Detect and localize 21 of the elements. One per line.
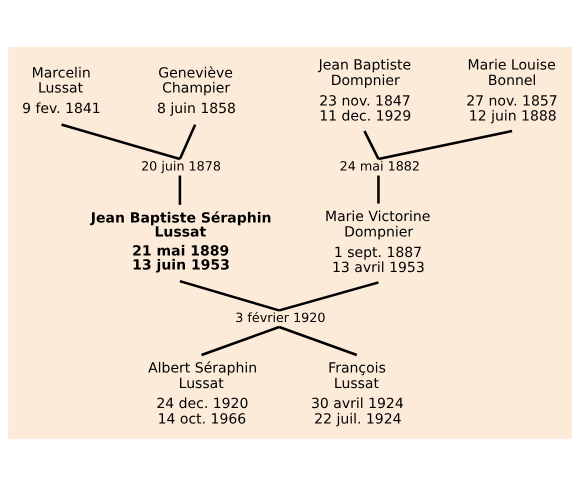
connector: [180, 279, 280, 312]
node-text: Marie Louise Bonnel 27 nov. 1857 12 juin 1888: [466, 57, 558, 124]
connector: [201, 325, 280, 356]
node-text: 24 mai 1882: [340, 158, 420, 173]
connector: [377, 175, 380, 204]
node-text: Jean Baptiste Dompnier 23 nov. 1847 11 dec. 1929: [318, 57, 412, 124]
connector: [363, 130, 380, 160]
node-text: Albert Séraphin Lussat 24 dec. 1920 14 oct. 1966: [148, 360, 258, 427]
connector: [178, 175, 182, 204]
connector: [278, 280, 379, 312]
node-text: Geneviève Champier 8 juin 1858: [157, 64, 236, 116]
node-text: Marie Victorine Dompnier 1 sept. 1887 13 avril 1953: [325, 208, 430, 276]
connector: [61, 122, 180, 160]
node-text: 20 juin 1878: [141, 158, 221, 173]
node-text: Jean Baptiste Séraphin Lussat 21 mai 1889 13 juin 1953: [90, 210, 272, 273]
node-text: Marcelin Lussat 9 fev. 1841: [22, 64, 101, 116]
node-text: 3 février 1920: [235, 309, 326, 324]
node-text: François Lussat 30 avril 1924 22 juil. 1924: [311, 360, 404, 427]
connector: [378, 129, 512, 160]
connector: [278, 325, 358, 356]
connector: [178, 124, 196, 160]
